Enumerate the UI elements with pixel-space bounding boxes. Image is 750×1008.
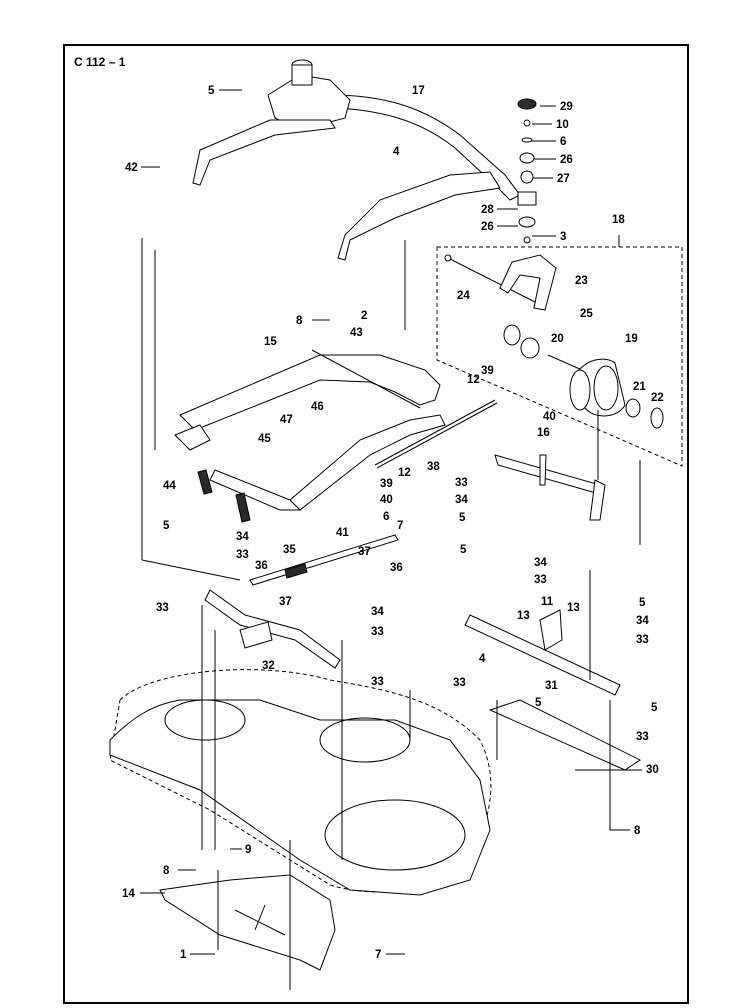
callout-29: 29 <box>560 101 573 113</box>
callout-36: 36 <box>255 560 268 572</box>
callout-34e: 34 <box>636 615 649 627</box>
callout-25: 25 <box>580 308 593 320</box>
caster-assembly-group <box>436 235 683 467</box>
callout-2: 2 <box>361 310 367 322</box>
callout-39b: 39 <box>380 478 393 490</box>
callout-6b: 6 <box>383 511 389 523</box>
callout-5: 5 <box>208 85 215 97</box>
callout-26: 26 <box>560 154 573 166</box>
front-axle-tube <box>192 59 537 261</box>
callout-8c: 8 <box>163 865 170 877</box>
callout-14: 14 <box>122 888 135 900</box>
callout-37b: 37 <box>279 596 292 608</box>
callout-5b: 5 <box>459 512 466 524</box>
callout-19: 19 <box>625 333 638 345</box>
callout-10: 10 <box>556 119 569 131</box>
callout-21: 21 <box>633 381 646 393</box>
callout-33e: 33 <box>371 626 384 638</box>
callout-28: 28 <box>481 204 494 216</box>
callout-34b: 34 <box>236 531 249 543</box>
callout-41: 41 <box>336 527 349 539</box>
callout-3: 3 <box>560 231 566 243</box>
callout-17: 17 <box>412 85 425 97</box>
callout-33d: 33 <box>156 602 169 614</box>
callout-11: 11 <box>541 596 554 608</box>
callout-45: 45 <box>258 433 271 445</box>
callout-23: 23 <box>575 275 588 287</box>
callout-34c: 34 <box>534 557 547 569</box>
callout-24: 24 <box>457 290 470 302</box>
callout-27: 27 <box>557 173 570 185</box>
callout-33c: 33 <box>534 574 547 586</box>
callout-33g: 33 <box>371 676 384 688</box>
callout-44: 44 <box>163 480 176 492</box>
callout-4: 4 <box>393 146 400 158</box>
callout-32: 32 <box>262 660 275 672</box>
callout-8: 8 <box>296 315 303 327</box>
callout-22: 22 <box>651 392 664 404</box>
lift-frame <box>174 349 498 523</box>
callout-43: 43 <box>350 327 363 339</box>
diagram-border <box>63 44 689 1004</box>
callout-12b: 12 <box>398 467 411 479</box>
rear-lift-axle <box>464 609 641 771</box>
callout-5d: 5 <box>460 544 467 556</box>
callout-5e: 5 <box>639 597 646 609</box>
callout-47: 47 <box>280 414 293 426</box>
callout-26b: 26 <box>481 221 494 233</box>
front-link-rod <box>204 534 399 669</box>
callout-8b: 8 <box>634 825 641 837</box>
callout-40: 40 <box>543 411 556 423</box>
callout-33h: 33 <box>453 677 466 689</box>
callout-31: 31 <box>545 680 558 692</box>
callout-leaders <box>140 89 642 955</box>
callout-7: 7 <box>397 520 403 532</box>
callout-15: 15 <box>264 336 277 348</box>
callout-35: 35 <box>283 544 296 556</box>
callout-38: 38 <box>427 461 440 473</box>
callout-4b: 4 <box>479 653 486 665</box>
callout-labels: 5 17 29 10 6 4 26 42 27 28 18 26 3 23 24… <box>122 85 664 961</box>
callout-1: 1 <box>180 949 187 961</box>
leader-lines <box>141 238 641 990</box>
callout-33b: 33 <box>236 549 249 561</box>
rear-hanger-bracket <box>494 454 606 521</box>
callout-33a: 33 <box>455 477 468 489</box>
callout-36b: 36 <box>390 562 403 574</box>
callout-13: 13 <box>517 610 530 622</box>
callout-5f: 5 <box>535 697 542 709</box>
callout-34d: 34 <box>371 606 384 618</box>
callout-20: 20 <box>551 333 564 345</box>
callout-16: 16 <box>537 427 550 439</box>
callout-42: 42 <box>125 162 138 174</box>
callout-13b: 13 <box>567 602 580 614</box>
callout-5g: 5 <box>651 702 658 714</box>
callout-5c: 5 <box>163 520 170 532</box>
callout-30: 30 <box>646 764 659 776</box>
callout-12: 12 <box>467 374 480 386</box>
callout-37: 37 <box>358 546 371 558</box>
callout-46: 46 <box>311 401 324 413</box>
diagram-id: C 112 – 1 <box>74 55 126 69</box>
callout-39: 39 <box>481 365 494 377</box>
callout-33f: 33 <box>636 634 649 646</box>
callout-18: 18 <box>612 214 625 226</box>
callout-33i: 33 <box>636 731 649 743</box>
callout-34a: 34 <box>455 494 468 506</box>
callout-7b: 7 <box>375 949 381 961</box>
callout-6: 6 <box>560 136 566 148</box>
mower-deck <box>109 669 492 971</box>
callout-9: 9 <box>245 844 251 856</box>
callout-40b: 40 <box>380 494 393 506</box>
